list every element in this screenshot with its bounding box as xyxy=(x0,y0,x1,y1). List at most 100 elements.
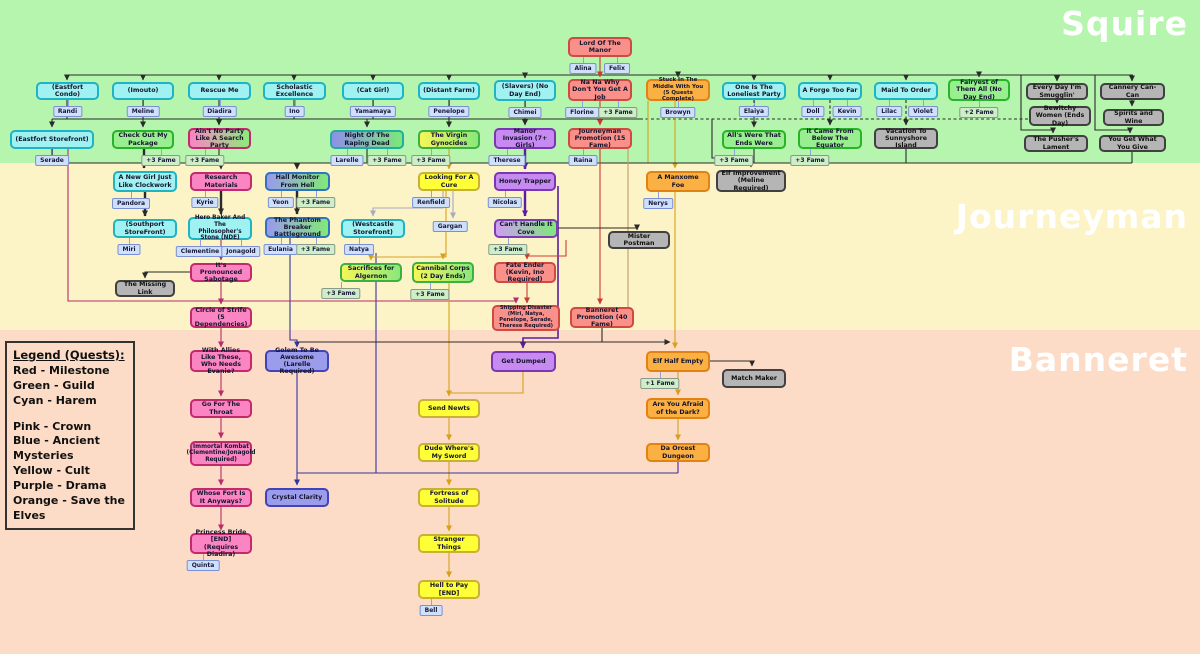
send-newts[interactable]: Send Newts xyxy=(418,399,480,418)
dude-wheres-my-sword[interactable]: Dude Where's My Sword xyxy=(418,443,480,462)
reward-chip-alina[interactable]: Alina xyxy=(569,63,597,74)
hell-to-pay[interactable]: Hell to Pay [END] xyxy=(418,580,480,599)
cat-girl[interactable]: (Cat Girl) xyxy=(342,82,404,100)
whose-fort-is-it-anyways[interactable]: Whose Fort Is It Anyways? xyxy=(190,488,252,507)
reward-chip--3-fame[interactable]: +3 Fame xyxy=(321,288,361,299)
imouto[interactable]: (Imouto) xyxy=(112,82,174,100)
research-materials[interactable]: Research Materials xyxy=(190,172,252,191)
match-maker[interactable]: Match Maker xyxy=(722,369,786,388)
reward-chip-jonagold[interactable]: Jonagold xyxy=(221,246,261,257)
the-missing-link[interactable]: The Missing Link xyxy=(115,280,175,297)
night-of-the-raping-dead[interactable]: Night Of The Raping Dead xyxy=(330,130,404,149)
a-forge-too-far[interactable]: A Forge Too Far xyxy=(798,82,862,100)
reward-chip-violet[interactable]: Violet xyxy=(908,106,938,117)
its-pronounced-sabotage[interactable]: It's Pronounced Sabotage xyxy=(190,262,252,283)
elf-half-empty[interactable]: Elf Half Empty xyxy=(646,351,710,372)
na-na-why-dont-you-get-a-job[interactable]: Na Na Why Don't You Get A Job xyxy=(568,79,632,101)
reward-chip--3-fame[interactable]: +3 Fame xyxy=(295,197,336,208)
journeyman-promotion[interactable]: Journeyman Promotion (15 Fame) xyxy=(568,128,632,149)
check-out-my-package[interactable]: Check Out My Package xyxy=(112,130,174,149)
reward-chip--1-fame[interactable]: +1 Fame xyxy=(640,378,680,389)
reward-chip-meline[interactable]: Meline xyxy=(126,106,160,117)
scholastic-excellence[interactable]: Scholastic Excellence xyxy=(263,82,326,100)
reward-chip-pandora[interactable]: Pandora xyxy=(112,198,150,209)
reward-chip-felix[interactable]: Felix xyxy=(604,63,630,74)
reward-chip--3-fame[interactable]: +3 Fame xyxy=(488,244,528,255)
reward-chip-kevin[interactable]: Kevin xyxy=(832,106,862,117)
maid-to-order[interactable]: Maid To Order xyxy=(874,82,938,100)
rescue-me[interactable]: Rescue Me xyxy=(188,82,251,100)
reward-chip-diadira[interactable]: Diadira xyxy=(202,106,237,117)
slavers[interactable]: (Slavers) (No Day End) xyxy=(494,80,556,101)
reward-chip-eulania[interactable]: Eulania xyxy=(263,244,298,255)
reward-chip--3-fame[interactable]: +3 Fame xyxy=(295,244,336,255)
reward-chip-nicolas[interactable]: Nicolas xyxy=(487,197,523,208)
aint-no-party[interactable]: Ain't No Party Like A Search Party xyxy=(188,128,251,149)
a-new-girl-just-like-clockwork[interactable]: A New Girl Just Like Clockwork xyxy=(113,171,177,192)
fairyest-of-them-all[interactable]: Fairyest of Them All (No Day End) xyxy=(948,79,1010,101)
eastfort-storefront[interactable]: (Eastfort Storefront) xyxy=(10,130,94,149)
the-virgin-gynocides[interactable]: The Virgin Gynocides xyxy=(418,130,480,149)
elf-improvement[interactable]: Elf Improvement (Meline Required) xyxy=(716,170,786,192)
stranger-things[interactable]: Stranger Things xyxy=(418,534,480,553)
reward-chip-bell[interactable]: Bell xyxy=(419,605,443,616)
fate-ender[interactable]: Fate Ender (Kevin, Ino Required) xyxy=(494,262,556,283)
cant-handle-it-cove[interactable]: Can't Handle It Cove xyxy=(494,219,558,238)
stuck-in-the-middle[interactable]: Stuck In The Middle With You (5 Quests C… xyxy=(646,77,710,102)
reward-chip-natya[interactable]: Natya xyxy=(344,244,374,255)
a-manxome-foe[interactable]: A Manxome Foe xyxy=(646,171,710,192)
reward-chip-chimei[interactable]: Chimei xyxy=(508,107,542,118)
manor-invasion[interactable]: Manor Invasion (7+ Girls) xyxy=(494,128,556,149)
reward-chip-penelope[interactable]: Penelope xyxy=(428,106,470,117)
hall-monitor-from-hell[interactable]: Hall Monitor From Hell xyxy=(265,172,330,191)
cannery-can-can[interactable]: Cannery Can-Can xyxy=(1100,83,1165,100)
reward-chip-therese[interactable]: Therese xyxy=(488,155,526,166)
get-dumped[interactable]: Get Dumped xyxy=(491,351,556,372)
every-day-im-smugglin[interactable]: Every Day I'm Smugglin' xyxy=(1026,83,1088,100)
reward-chip-randi[interactable]: Randi xyxy=(52,106,83,117)
spirits-and-wine[interactable]: Spirits and Wine xyxy=(1103,109,1164,126)
mister-postman[interactable]: Mister Postman xyxy=(608,231,670,249)
distant-farm[interactable]: (Distant Farm) xyxy=(418,82,480,100)
are-you-afraid-of-the-dark[interactable]: Are You Afraid of the Dark? xyxy=(646,398,710,419)
reward-chip-kyrie[interactable]: Kyrie xyxy=(191,197,219,208)
reward-chip-miri[interactable]: Miri xyxy=(117,244,141,255)
looking-for-a-cure[interactable]: Looking For A Cure xyxy=(418,172,480,191)
circle-of-strife[interactable]: Circle of Strife (5 Dependencies) xyxy=(190,307,252,328)
honey-trapper[interactable]: Honey Trapper xyxy=(494,172,556,191)
reward-chip--3-fame[interactable]: +3 Fame xyxy=(141,155,181,166)
da-orcest-dungeon[interactable]: Da Orcest Dungeon xyxy=(646,443,710,462)
reward-chip-clementine[interactable]: Clementine xyxy=(175,246,225,257)
reward-chip-yamamaya[interactable]: Yamamaya xyxy=(349,106,397,117)
the-phantom-breaker-battleground[interactable]: The Phantom Breaker Battleground xyxy=(265,217,330,238)
reward-chip-elaiya[interactable]: Elaiya xyxy=(738,106,770,117)
reward-chip-renfield[interactable]: Renfield xyxy=(412,197,450,208)
it-came-from-below-the-equator[interactable]: It Came From Below The Equator xyxy=(798,128,862,149)
shipping-disaster[interactable]: Shipping Disaster (Miri, Natya, Penelope… xyxy=(492,305,560,331)
reward-chip-raina[interactable]: Raina xyxy=(568,155,598,166)
reward-chip--3-fame[interactable]: +3 Fame xyxy=(184,155,225,166)
princess-bride[interactable]: Princess Bride [END] (Requires Diadira) xyxy=(190,529,252,558)
reward-chip--3-fame[interactable]: +3 Fame xyxy=(598,107,638,118)
fortress-of-solitude[interactable]: Fortress of Solitude xyxy=(418,488,480,507)
reward-chip--3-fame[interactable]: +3 Fame xyxy=(367,155,407,166)
reward-chip--2-fame[interactable]: +2 Fame xyxy=(959,107,999,118)
reward-chip-yeon[interactable]: Yeon xyxy=(267,197,294,208)
eastfort-condo[interactable]: (Eastfort Condo) xyxy=(36,82,99,100)
cannibal-corps[interactable]: Cannibal Corps (2 Day Ends) xyxy=(412,262,474,283)
golem-to-be-awesome[interactable]: Golem To Be Awesome (Larelle Required) xyxy=(265,347,329,375)
crystal-clarity[interactable]: Crystal Clarity xyxy=(265,488,329,507)
vacation-to-sunnyshore-island[interactable]: Vacation To Sunnyshore Island xyxy=(874,128,938,149)
reward-chip-serade[interactable]: Serade xyxy=(35,155,69,166)
lord-of-the-manor[interactable]: Lord Of The Manor xyxy=(568,37,632,57)
reward-chip--3-fame[interactable]: +3 Fame xyxy=(411,155,451,166)
reward-chip--3-fame[interactable]: +3 Fame xyxy=(410,289,450,300)
reward-chip--3-fame[interactable]: +3 Fame xyxy=(790,155,830,166)
go-for-the-throat[interactable]: Go For The Throat xyxy=(190,399,252,418)
reward-chip-larelle[interactable]: Larelle xyxy=(330,155,364,166)
alls-were-that-ends-were[interactable]: All's Were That Ends Were xyxy=(722,130,786,149)
reward-chip-nerys[interactable]: Nerys xyxy=(643,198,673,209)
banneret-promotion[interactable]: Banneret Promotion (40 Fame) xyxy=(570,307,634,328)
immortal-kombat[interactable]: Immortal Kombat (Clementine/Jonagold Req… xyxy=(187,441,256,466)
reward-chip--3-fame[interactable]: +3 Fame xyxy=(714,155,754,166)
